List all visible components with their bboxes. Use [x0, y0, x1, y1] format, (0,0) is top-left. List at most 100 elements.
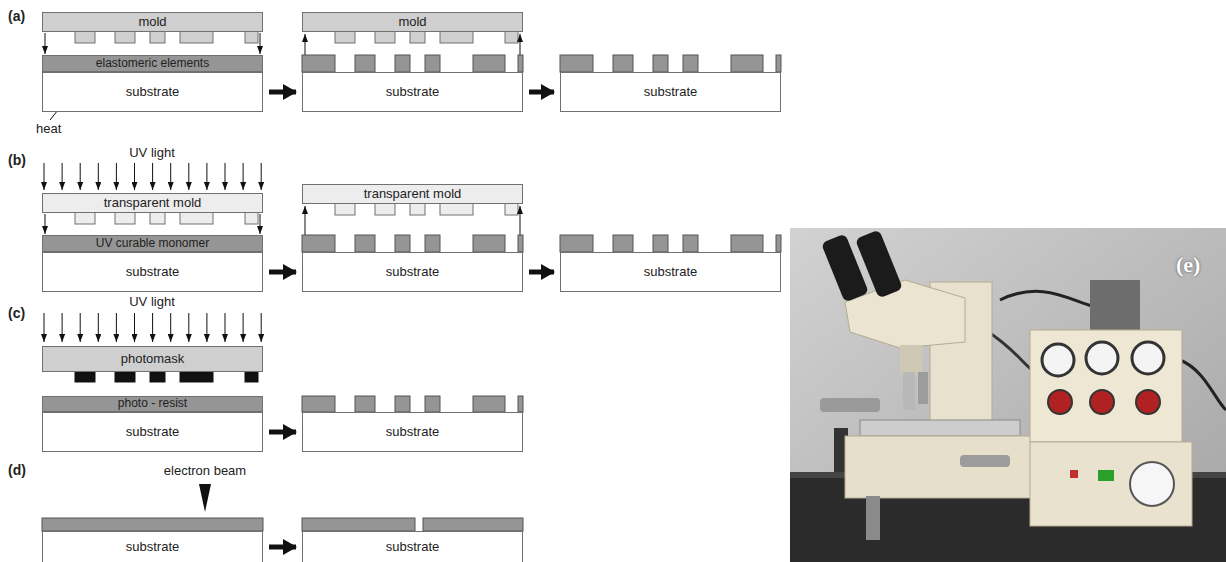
uv-arrow	[261, 163, 262, 190]
patterned-layer	[355, 235, 375, 252]
nosepiece	[900, 345, 922, 375]
mold-tooth	[180, 31, 213, 43]
press-arrow	[260, 33, 261, 54]
press-arrow	[260, 214, 261, 234]
uv-arrow	[206, 163, 207, 190]
patterned-layer	[302, 235, 335, 252]
patterned-layer	[731, 235, 763, 252]
panel-letter: (e)	[1176, 252, 1200, 277]
patterned-layer	[302, 55, 335, 72]
mold-tooth	[505, 31, 518, 43]
mask-block	[115, 372, 135, 382]
stage-plate	[860, 420, 1020, 436]
mask-block	[245, 372, 258, 382]
patterned-resist	[423, 518, 523, 531]
uv-arrow	[188, 163, 189, 190]
patterned-resist	[425, 396, 440, 412]
uv-arrow	[134, 163, 135, 190]
mold-tooth	[335, 31, 355, 43]
cable	[1180, 360, 1226, 410]
panel-letter: (a)	[8, 8, 25, 24]
layer-band: UV curable monomer	[42, 235, 263, 252]
process-arrow	[529, 90, 554, 95]
patterned-layer	[613, 55, 633, 72]
layer-band: elastomeric elements	[42, 55, 263, 72]
uv-arrow	[261, 313, 262, 342]
substrate-box: substrate	[302, 412, 523, 452]
mold-tooth	[410, 203, 425, 215]
mold-tooth	[440, 31, 473, 43]
power-unit	[1030, 442, 1192, 526]
mold-tooth	[75, 31, 258, 43]
resist-layer	[42, 518, 263, 531]
uv-arrow	[80, 163, 81, 190]
gauge	[1086, 342, 1118, 374]
box-label: photomask	[121, 352, 185, 366]
patterned-layer	[518, 235, 523, 252]
lamp-housing	[1090, 280, 1140, 332]
substrate-box: substrate	[42, 252, 263, 292]
uv-arrow	[116, 163, 117, 190]
release-arrow	[305, 206, 306, 235]
substrate-box: substrate	[42, 72, 263, 112]
mold-box: mold	[302, 12, 523, 32]
mask-block	[75, 372, 258, 382]
process-arrow	[269, 90, 296, 95]
mask-block	[75, 372, 95, 382]
patterned-resist	[302, 518, 415, 531]
annotation: heat	[36, 122, 61, 137]
cable	[1000, 291, 1092, 306]
process-arrow	[269, 545, 296, 550]
process-arrow	[269, 270, 296, 275]
uv-arrow	[62, 313, 63, 342]
patterned-layer	[683, 55, 698, 72]
uv-arrow	[134, 313, 135, 342]
mold-tooth	[335, 31, 518, 43]
patterned-layer	[355, 55, 375, 72]
patterned-layer	[302, 55, 523, 72]
mask-block	[180, 372, 213, 382]
layer-band: photo - resist	[42, 396, 263, 412]
patterned-layer	[653, 55, 668, 72]
release-arrow	[305, 34, 306, 55]
mold-tooth	[180, 212, 213, 224]
uv-arrow	[225, 163, 226, 190]
box-label: substrate	[126, 540, 179, 554]
patterned-layer	[425, 235, 440, 252]
patterned-layer	[653, 235, 668, 252]
mold-tooth	[115, 31, 135, 43]
box-label: substrate	[126, 265, 179, 279]
patterned-layer	[395, 55, 410, 72]
objective	[903, 372, 915, 410]
box-label: substrate	[644, 265, 697, 279]
patterned-layer	[425, 55, 440, 72]
mold-tooth	[440, 203, 473, 215]
mold-tooth	[505, 203, 518, 215]
annotation: UV light	[92, 295, 212, 310]
mold-tooth	[115, 212, 135, 224]
box-label: transparent mold	[104, 196, 202, 210]
uv-arrow	[152, 313, 153, 342]
process-drawing	[42, 31, 781, 531]
gauge	[1132, 342, 1164, 374]
dial	[1130, 462, 1174, 506]
mask-block	[150, 372, 165, 382]
eyepiece	[855, 229, 903, 298]
panel-letter: (b)	[8, 152, 26, 168]
uv-arrow	[80, 313, 81, 342]
substrate-box: substrate	[560, 252, 781, 292]
patterned-layer	[613, 235, 633, 252]
patterned-resist	[302, 396, 335, 412]
photomask-box: photomask	[42, 346, 263, 372]
resist-layer	[42, 518, 263, 531]
uv-arrow	[152, 163, 153, 190]
box-label: substrate	[386, 540, 439, 554]
mold-tooth	[335, 203, 518, 215]
release-arrow	[520, 206, 521, 235]
box-label: substrate	[386, 85, 439, 99]
box-label: mold	[398, 15, 426, 29]
uv-arrow	[225, 313, 226, 342]
objective	[918, 372, 928, 404]
uv-arrow	[243, 313, 244, 342]
mold-tooth	[150, 31, 165, 43]
